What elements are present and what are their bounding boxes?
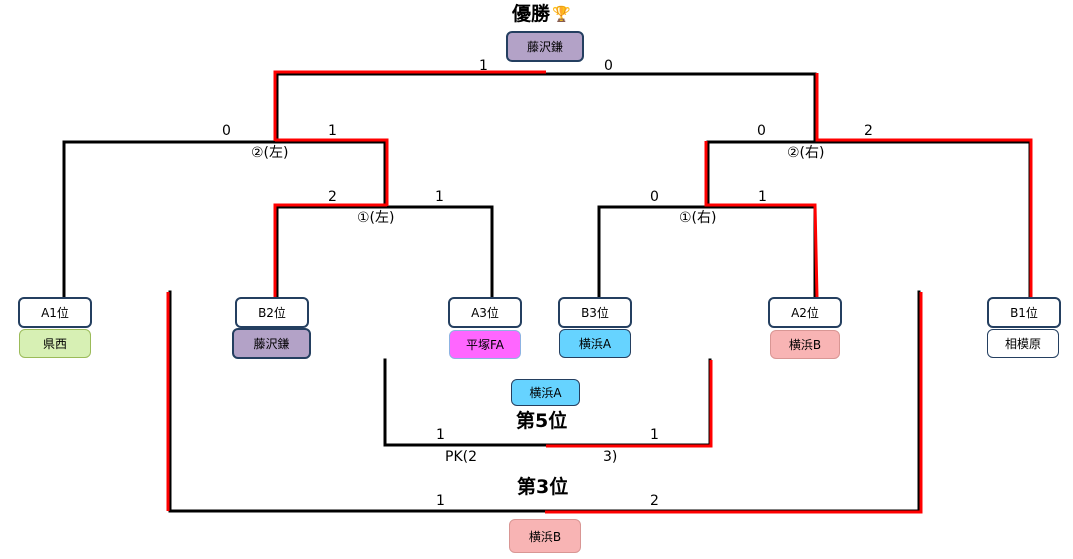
- semi-right-bracket-line: [706, 140, 1032, 299]
- final-winner-path: [273, 70, 546, 141]
- team-name: 横浜B: [788, 338, 822, 352]
- third-place-winner: 横浜B: [528, 529, 562, 544]
- team-name: 平塚FA: [465, 338, 504, 352]
- seed-label: B2位: [258, 306, 286, 320]
- quarter-left-winner-path: [273, 203, 387, 297]
- quarter-left-score-left: 2: [328, 189, 337, 205]
- third-place-winner-box[interactable]: 横浜B: [509, 519, 581, 553]
- champion-team: 藤沢鎌: [526, 40, 563, 54]
- fifth-place-score-left: 1: [436, 427, 445, 443]
- semi-left-score-right: 1: [328, 123, 337, 139]
- champion-title-text: 優勝: [512, 3, 551, 25]
- seed-a2: A2位: [768, 297, 842, 328]
- team-name: 藤沢鎌: [253, 337, 290, 351]
- quarter-left-score-right: 1: [435, 189, 444, 205]
- fifth-place-winner-box[interactable]: 横浜A: [511, 379, 580, 406]
- champion-title: 優勝🏆: [512, 3, 571, 25]
- semi-left-label: ②(左): [251, 145, 289, 161]
- champion-box[interactable]: 藤沢鎌: [506, 31, 584, 62]
- third-place-score-left: 1: [436, 493, 445, 509]
- seed-label: A1位: [41, 306, 69, 320]
- third-place-bracket-line: [168, 290, 921, 513]
- fifth-place-pk-right: 3): [603, 449, 618, 465]
- team-name: 横浜A: [578, 337, 612, 351]
- semi-left-score-left: 0: [222, 123, 231, 139]
- seed-b3: B3位: [558, 297, 632, 328]
- seed-label: B1位: [1010, 306, 1038, 320]
- semi-right-score-left: 0: [757, 123, 766, 139]
- fifth-place-winner: 横浜A: [529, 386, 562, 400]
- quarter-right-label: ①(右): [679, 210, 717, 226]
- semi-right-score-right: 2: [864, 123, 873, 139]
- team-hiratsuka[interactable]: 平塚FA: [449, 330, 521, 359]
- final-score-left: 1: [479, 58, 488, 74]
- team-fujisawa[interactable]: 藤沢鎌: [232, 328, 311, 359]
- quarter-left-bracket-line: [275, 205, 494, 299]
- semi-left-bracket-line: [62, 140, 387, 299]
- team-name: 県西: [42, 337, 67, 351]
- final-bracket-line: [275, 72, 817, 143]
- team-sagamihara[interactable]: 相模原: [987, 329, 1059, 358]
- seed-label: B3位: [581, 306, 609, 320]
- seed-label: A2位: [791, 306, 819, 320]
- semi-right-winner-path: [815, 73, 1033, 297]
- quarter-left-label: ①(左): [357, 210, 395, 226]
- semi-left-winner-path: [275, 138, 389, 206]
- team-yokohama-a[interactable]: 横浜A: [559, 329, 631, 358]
- third-place-score-right: 2: [650, 493, 659, 509]
- trophy-icon: 🏆: [552, 5, 571, 23]
- quarter-right-score-left: 0: [650, 189, 659, 205]
- team-name: 相模原: [1004, 337, 1041, 351]
- quarter-right-score-right: 1: [758, 189, 767, 205]
- seed-a3: A3位: [448, 297, 522, 328]
- semi-right-label: ②(右): [787, 145, 825, 161]
- team-yokohama-b[interactable]: 横浜B: [770, 330, 840, 359]
- third-place-winner-path: [545, 292, 923, 514]
- final-score-right: 0: [604, 58, 613, 74]
- fifth-place-winner-path: [546, 360, 713, 448]
- fifth-place-score-right: 1: [650, 427, 659, 443]
- third-place-title: 第3位: [517, 476, 569, 498]
- fifth-place-title: 第5位: [516, 410, 568, 432]
- seed-a1: A1位: [18, 297, 92, 328]
- team-kensai[interactable]: 県西: [19, 329, 91, 358]
- seed-b1: B1位: [987, 297, 1061, 328]
- seed-label: A3位: [471, 306, 499, 320]
- seed-b2: B2位: [235, 297, 309, 328]
- quarter-right-winner-path: [704, 141, 819, 298]
- fifth-place-pk-left: PK(2: [445, 449, 477, 465]
